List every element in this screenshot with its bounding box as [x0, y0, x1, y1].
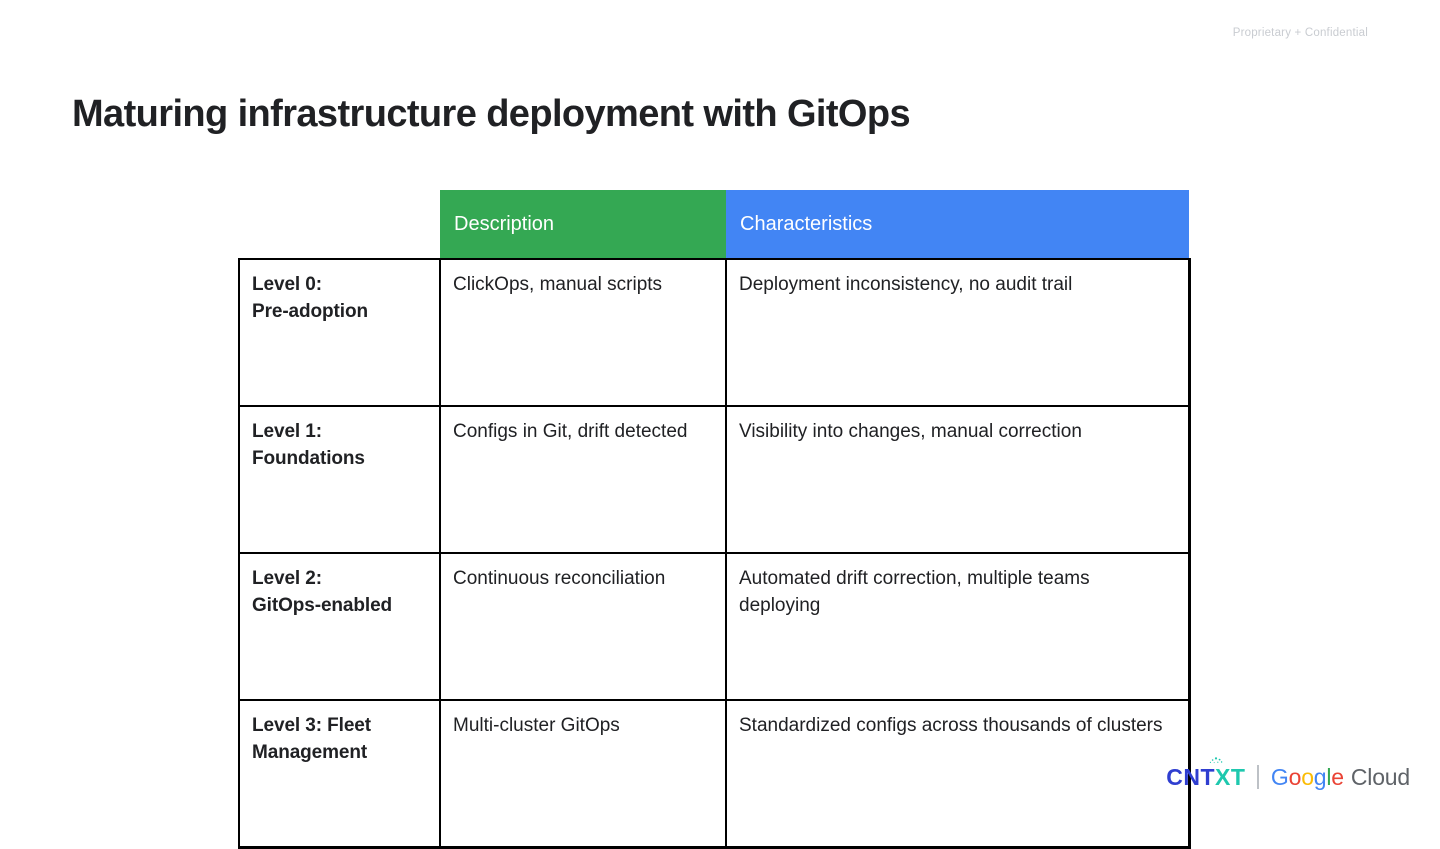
cell-description: Configs in Git, drift detected [439, 405, 727, 554]
cell-characteristics: Standardized configs across thousands of… [725, 699, 1191, 849]
sparkle-icon [1210, 756, 1223, 763]
column-header-level [239, 190, 440, 259]
level-label: Level 1: Foundations [252, 421, 365, 469]
cntxt-logo-part2: XT [1215, 763, 1246, 790]
google-cloud-word: Cloud [1350, 763, 1410, 790]
level-label: Level 0: Pre-adoption [252, 274, 368, 322]
cntxt-logo: CNT XT [1166, 756, 1246, 790]
cell-level: Level 0: Pre-adoption [238, 258, 441, 407]
footer-branding: CNT XT G o o g l e Cloud [1166, 756, 1410, 792]
description-text: Multi-cluster GitOps [453, 715, 620, 736]
cntxt-logo-part1: CNT [1166, 763, 1215, 790]
google-letter-o2: o [1301, 763, 1314, 790]
google-letter-g1: G [1270, 763, 1289, 790]
table-row: Level 1: Foundations Configs in Git, dri… [238, 405, 1191, 554]
cell-characteristics: Visibility into changes, manual correcti… [725, 405, 1191, 554]
characteristics-text: Visibility into changes, manual correcti… [739, 421, 1082, 442]
google-cloud-logo: G o o g l e Cloud [1270, 763, 1410, 790]
level-label: Level 3: Fleet Management [252, 715, 371, 763]
gitops-maturity-table: Description Characteristics Level 0: Pre… [238, 190, 1191, 849]
cell-level: Level 1: Foundations [238, 405, 441, 554]
google-letter-e: e [1331, 763, 1344, 790]
column-header-description: Description [440, 190, 726, 259]
maturity-table-wrapper: Description Characteristics Level 0: Pre… [238, 190, 1191, 849]
table-header: Description Characteristics [239, 190, 1189, 259]
cell-level: Level 3: Fleet Management [238, 699, 441, 849]
table-row: Level 3: Fleet Management Multi-cluster … [238, 699, 1191, 849]
column-header-characteristics: Characteristics [726, 190, 1189, 259]
table-row: Level 0: Pre-adoption ClickOps, manual s… [238, 258, 1191, 407]
cell-level: Level 2: GitOps-enabled [238, 552, 441, 701]
description-text: ClickOps, manual scripts [453, 274, 663, 295]
confidential-marking: Proprietary + Confidential [1232, 27, 1368, 39]
google-letter-l: l [1326, 763, 1332, 790]
page-title: Maturing infrastructure deployment with … [72, 93, 911, 136]
cell-characteristics: Automated drift correction, multiple tea… [725, 552, 1191, 701]
cell-characteristics: Deployment inconsistency, no audit trail [725, 258, 1191, 407]
cell-description: Multi-cluster GitOps [439, 699, 727, 849]
level-label: Level 2: GitOps-enabled [252, 568, 393, 616]
cell-description: ClickOps, manual scripts [439, 258, 727, 407]
table-row: Level 2: GitOps-enabled Continuous recon… [238, 552, 1191, 701]
description-text: Continuous reconciliation [453, 568, 666, 589]
description-text: Configs in Git, drift detected [453, 421, 688, 442]
characteristics-text: Standardized configs across thousands of… [739, 715, 1163, 736]
cell-description: Continuous reconciliation [439, 552, 727, 701]
google-letter-o1: o [1288, 763, 1302, 790]
logo-divider [1257, 765, 1259, 789]
characteristics-text: Automated drift correction, multiple tea… [739, 568, 1090, 616]
table-header-row: Description Characteristics [239, 190, 1189, 259]
characteristics-text: Deployment inconsistency, no audit trail [739, 274, 1073, 295]
table-body: Level 0: Pre-adoption ClickOps, manual s… [238, 258, 1191, 849]
google-letter-g2: g [1313, 763, 1327, 790]
